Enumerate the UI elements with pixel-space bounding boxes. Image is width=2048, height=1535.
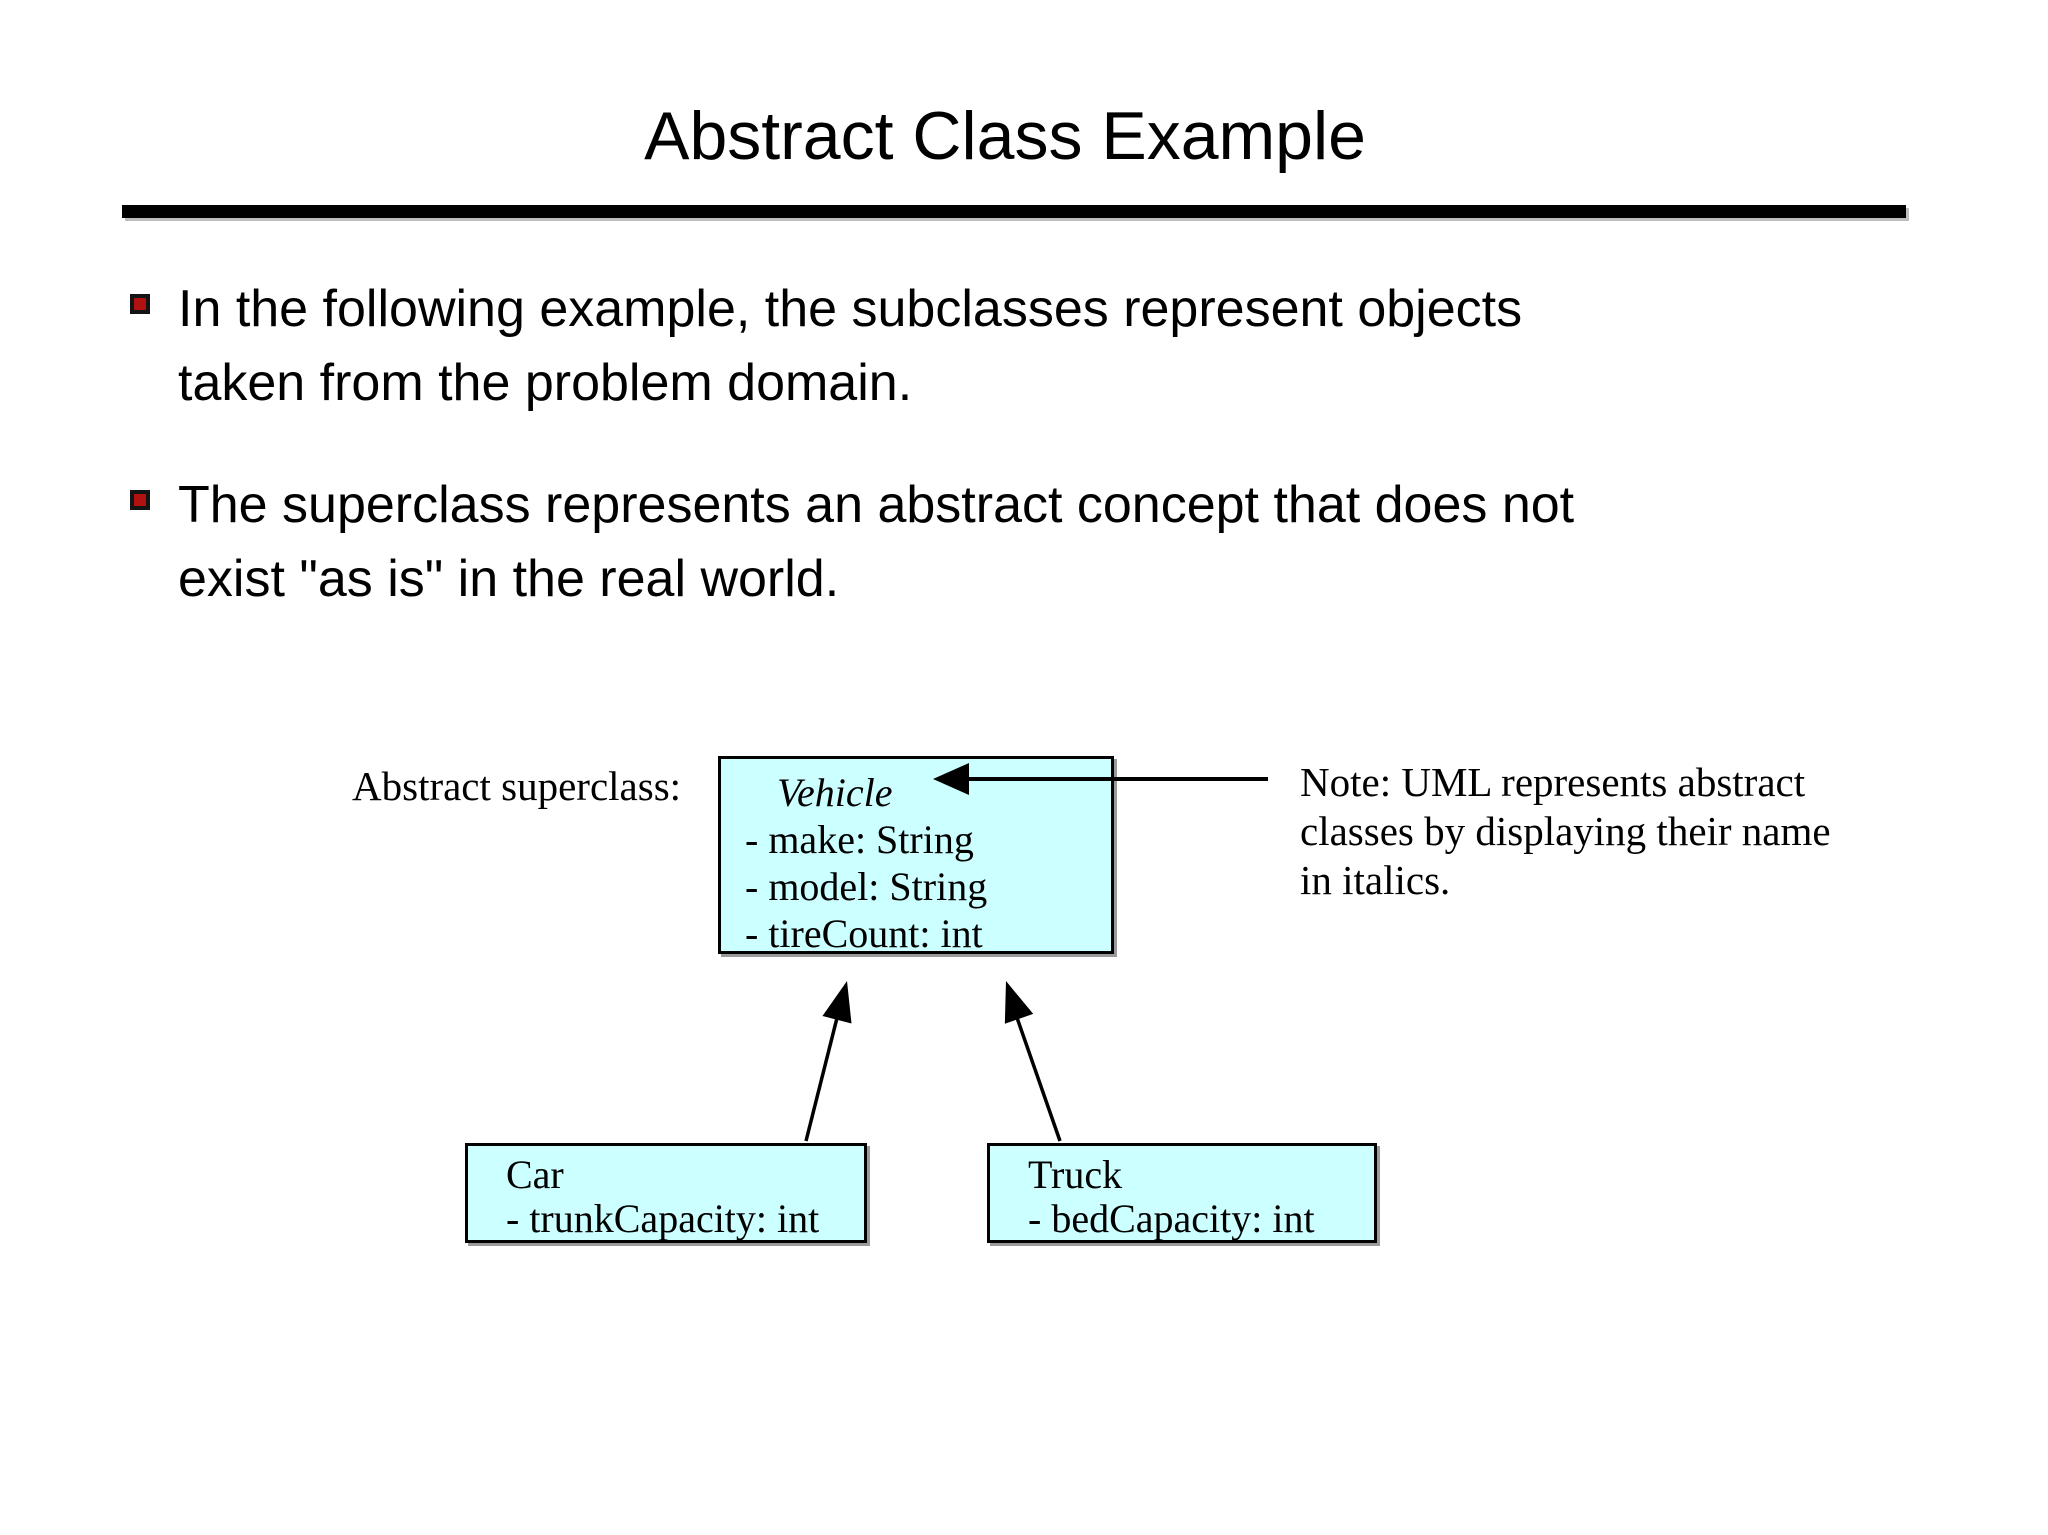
bullet-square-icon: [130, 294, 150, 314]
bullet-item: The superclass represents an abstract co…: [130, 468, 1574, 616]
class-attribute: - tireCount: int: [745, 911, 983, 956]
abstract-superclass-label: Abstract superclass:: [352, 763, 682, 809]
bullet-item: In the following example, the subclasses…: [130, 272, 1522, 420]
title-underline: [122, 205, 1906, 218]
note-line: Note: UML represents abstract: [1300, 759, 1806, 805]
bullet-line: The superclass represents an abstract co…: [178, 476, 1575, 534]
class-attribute: - make: String: [745, 817, 974, 862]
class-name: Car: [506, 1152, 564, 1197]
uml-note: Note: UML represents abstract classes by…: [1300, 758, 1831, 905]
class-name: Vehicle: [777, 770, 893, 815]
bullet-square-icon: [130, 490, 150, 510]
class-attribute: - model: String: [745, 864, 988, 909]
class-name: Truck: [1028, 1152, 1123, 1197]
car-class-box: Car - trunkCapacity: int: [465, 1143, 867, 1243]
bullet-text: The superclass represents an abstract co…: [178, 468, 1574, 616]
bullet-text: In the following example, the subclasses…: [178, 272, 1522, 420]
slide-title: Abstract Class Example: [644, 98, 1366, 174]
truck-inheritance-arrow: [1004, 981, 1062, 1142]
bullet-line: In the following example, the subclasses…: [178, 280, 1523, 338]
bullet-line: taken from the problem domain.: [178, 354, 913, 412]
vehicle-class-box: Vehicle - make: String - model: String -…: [718, 756, 1114, 956]
note-line: classes by displaying their name: [1300, 808, 1831, 854]
note-line: in italics.: [1300, 857, 1451, 903]
class-attribute: - bedCapacity: int: [1028, 1196, 1315, 1241]
class-attribute: - trunkCapacity: int: [506, 1196, 820, 1241]
truck-class-box: Truck - bedCapacity: int: [987, 1143, 1377, 1243]
car-inheritance-arrow: [804, 981, 852, 1142]
bullet-line: exist "as is" in the real world.: [178, 550, 840, 608]
